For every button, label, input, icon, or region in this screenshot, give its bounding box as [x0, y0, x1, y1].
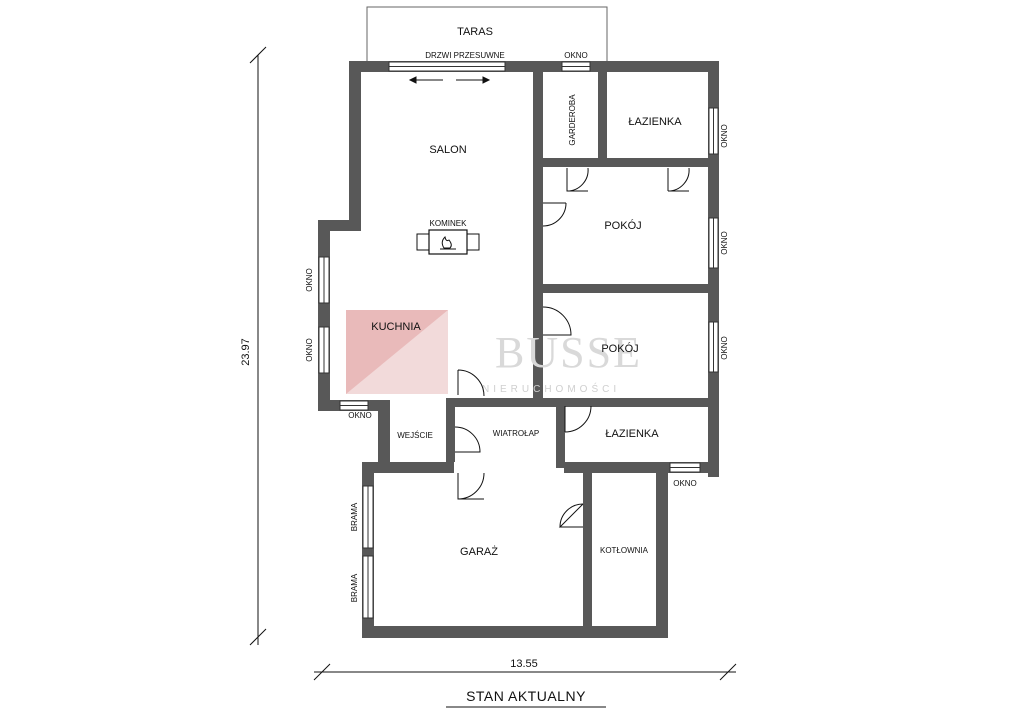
- interior-walls: [446, 61, 719, 630]
- garderoba-label: GARDEROBA: [568, 94, 577, 146]
- fireplace-icon: [416, 229, 480, 255]
- horizontal-dimension-value: 13.55: [510, 658, 538, 670]
- gate-label-1: BRAMA: [350, 502, 359, 531]
- window-label-right-3: OKNO: [720, 336, 729, 360]
- gate-label-2: BRAMA: [350, 573, 359, 602]
- window-label-right-2: OKNO: [720, 231, 729, 255]
- windows: [318, 61, 719, 619]
- lazienka-top-label: ŁAZIENKA: [628, 116, 682, 128]
- window-label-right-1: OKNO: [720, 124, 729, 148]
- kotlownia-label: KOTŁOWNIA: [600, 546, 649, 555]
- window-label-bathroom: OKNO: [673, 479, 697, 488]
- terrace: [366, 6, 608, 64]
- horizontal-dimension: [313, 663, 737, 681]
- terrace-label: TARAS: [457, 26, 493, 38]
- window-label-top: OKNO: [564, 51, 588, 60]
- watermark-name: BUSSE: [495, 328, 642, 377]
- sliding-door-label: DRZWI PRZESUWNE: [425, 51, 505, 60]
- window-label-left-2: OKNO: [305, 338, 314, 362]
- plan-title: STAN AKTUALNY: [466, 688, 586, 704]
- room-fills: [374, 72, 708, 626]
- vertical-dimension: [249, 46, 267, 646]
- wejscie-label: WEJŚCIE: [397, 431, 433, 440]
- window-label-left-1: OKNO: [305, 268, 314, 292]
- wiatrolap-label: WIATROŁAP: [493, 429, 540, 438]
- salon-label: SALON: [429, 144, 466, 156]
- pokoj-2-label: POKÓJ: [601, 342, 638, 355]
- garaz-label: GARAŻ: [460, 545, 498, 558]
- sliding-door-arrows: [408, 76, 491, 84]
- watermark: BUSSE NIERUCHOMOŚCI: [346, 310, 642, 395]
- kuchnia-label: KUCHNIA: [371, 321, 421, 333]
- watermark-subtitle: NIERUCHOMOŚCI: [482, 382, 620, 395]
- vertical-dimension-value: 23.97: [240, 338, 252, 366]
- pokoj-1-label: POKÓJ: [604, 219, 641, 232]
- doors: [454, 167, 690, 528]
- lazienka-bottom-label: ŁAZIENKA: [605, 428, 659, 440]
- kominek-label: KOMINEK: [430, 219, 468, 228]
- window-label-kitchen: OKNO: [348, 411, 372, 420]
